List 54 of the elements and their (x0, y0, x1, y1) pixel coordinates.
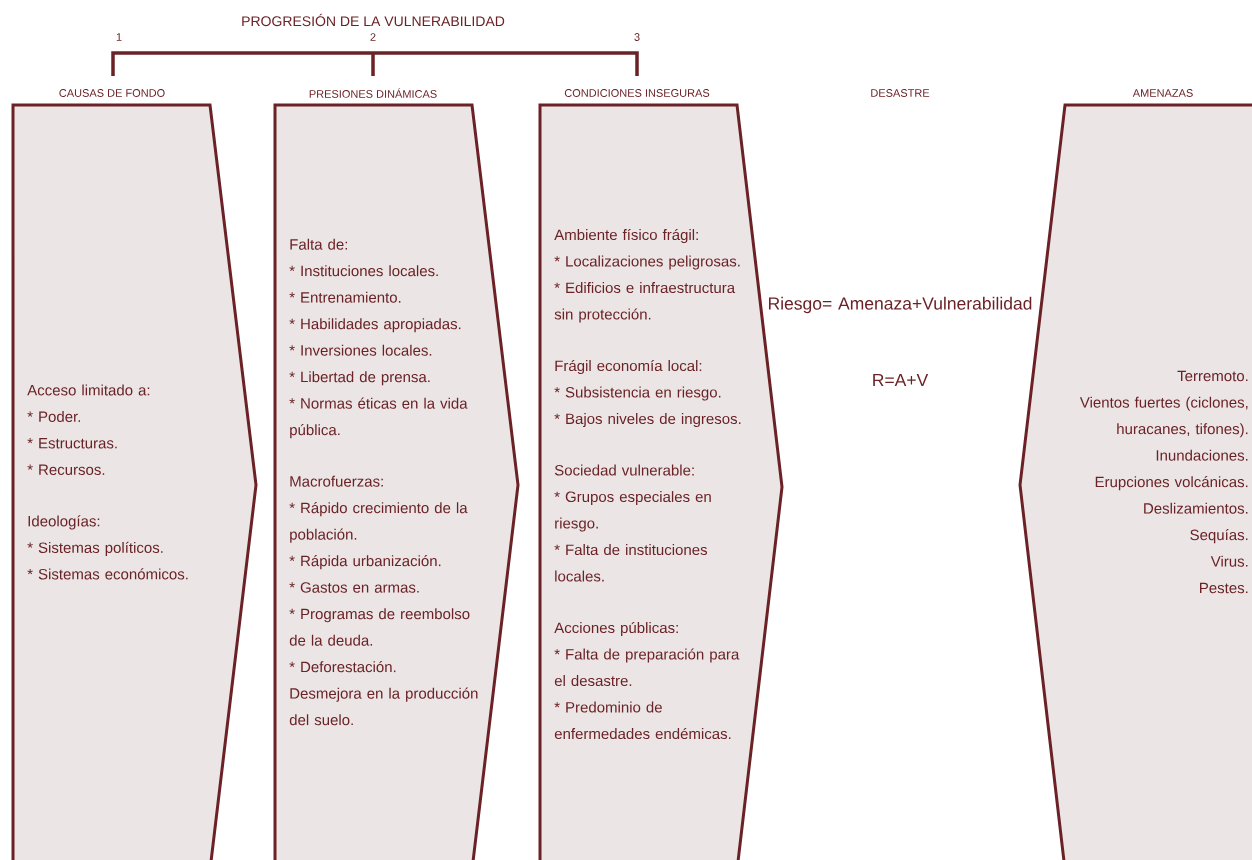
node-label: * Recursos. (27, 464, 105, 476)
node-label: Erupciones volcánicas. (1095, 476, 1248, 491)
node-label: * Entrenamiento. (289, 291, 401, 303)
node-label: Ambiente físico frágil: (554, 228, 698, 244)
node-label: * Predominio de enfermedades endémicas. (554, 701, 731, 740)
title: PROGRESIÓN DE LA VULNERABILIDAD (242, 13, 505, 27)
column-heading: PRESIONES DINÁMICAS (309, 88, 437, 98)
node-label: * Inversiones locales. (289, 344, 432, 356)
node-label: Pestes. (1200, 582, 1248, 594)
chevron-box: Acceso limitado a: * Poder. * Estructuras. * Recursos. Ideologías: * Sistemas políticos. * Sistemas económicos. (11, 103, 258, 860)
node-label: Ideologías: (28, 515, 100, 530)
node-label: * Falta de instituciones locales. (554, 544, 708, 582)
formula-text: Riesgo= Amenaza+Vulnerabilidad (769, 296, 1032, 314)
node-label: Sociedad vulnerable: (554, 464, 694, 476)
node-label: * Subsistencia en riesgo. (554, 386, 721, 401)
node-label: Terremoto. (1177, 370, 1248, 382)
node-label: Sequías. (1190, 529, 1248, 544)
node-label: * Sistemas económicos. (27, 568, 188, 580)
node-label: Falta de: (290, 238, 348, 250)
number-label: 1 (116, 33, 122, 41)
node-label: * Sistemas políticos. (27, 541, 163, 556)
node-label: * Libertad de prensa. (289, 371, 430, 386)
node-label: * Grupos especiales en riesgo. (554, 491, 711, 532)
node-label: Frágil economía local: (555, 359, 702, 375)
node-label: Virus. (1210, 555, 1248, 567)
node-label: * Localizaciones peligrosas. (554, 255, 740, 270)
node-label: * Estructuras. (27, 438, 117, 449)
node-label: * Bajos niveles de ingresos. (554, 413, 741, 428)
node-label: Macrofuerzas: (290, 475, 383, 487)
node-label: * Instituciones locales. (289, 265, 438, 277)
node-label: * Rápido crecimiento de la población. (289, 502, 468, 543)
node-label: * Rápida urbanización. (289, 555, 441, 570)
node-label: * Habilidades apropiadas. (289, 318, 461, 333)
node-label: * Poder. (27, 411, 81, 423)
node-label: * Falta de preparación para el desastre. (554, 648, 740, 687)
node-label: * Programas de reembolso de la deuda. (289, 608, 470, 646)
column-heading: DESASTRE (871, 89, 930, 97)
column-heading: CONDICIONES INSEGURAS (564, 89, 710, 97)
column-heading: CAUSAS DE FONDO (59, 89, 165, 97)
node-label: Vientos fuertes (ciclones, huracanes, tifones). (1079, 396, 1248, 438)
node-label: * Normas éticas en la vida pública. (289, 397, 468, 439)
formula-text: R=A+V (873, 374, 929, 387)
node-label: Acceso limitado a: (27, 384, 150, 396)
node-label: Deslizamientos. (1144, 502, 1248, 514)
node-label: Acciones públicas: (554, 621, 678, 637)
chevron-box: Falta de: * Instituciones locales. * Entrenamiento. * Habilidades apropiadas. * Inversiones locales. * Libertad de prensa. * Normas éticas en la vida pública. Macrofuerzas: * Rápido crecimiento de la población. * Rápida urbanización. * Gastos en armas. * Programas de reembolso de la deuda. * Deforestación. Desmejora en la producción del suelo. (273, 103, 520, 860)
node-label: Desmejora en la producción del suelo. (289, 687, 478, 726)
number-label: 3 (634, 33, 640, 41)
node-label: * Edificios e infraestructura sin protección. (554, 282, 736, 323)
node-label: Inundaciones. (1156, 449, 1248, 461)
column-heading: AMENAZAS (1132, 89, 1193, 97)
number-label: 2 (370, 33, 376, 41)
node-label: * Gastos en armas. (289, 582, 419, 593)
node-label: * Deforestación. (289, 661, 396, 673)
